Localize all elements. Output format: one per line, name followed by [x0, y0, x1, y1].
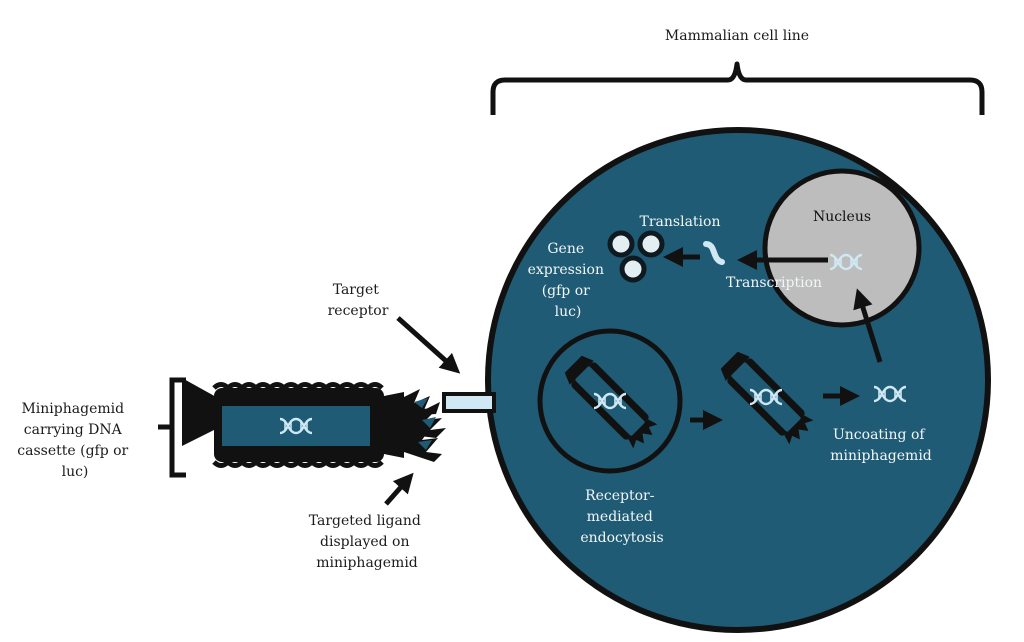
- miniphagemid-line-2: carrying DNA: [24, 422, 123, 438]
- gene-expression-line-1: Gene: [547, 241, 584, 257]
- targeted-ligand-line-1: Targeted ligand: [309, 513, 421, 529]
- targeted-ligand-label: Targeted ligand displayed on miniphagemi…: [309, 513, 426, 571]
- nucleus: [762, 168, 922, 328]
- released-phage-icon: [720, 351, 814, 445]
- endocytosis-label: Receptor- mediated endocytosis: [580, 488, 663, 546]
- protein-cluster-icon: [607, 230, 665, 283]
- target-receptor-line-1: Target: [333, 282, 380, 298]
- miniphagemid-bracket-icon: [158, 377, 186, 478]
- endocytosis-line-2: mediated: [587, 509, 653, 525]
- uncoating-line-1: Uncoating of: [833, 427, 926, 443]
- mammalian-cell-line-label: Mammalian cell line: [665, 28, 809, 44]
- endocytosis-line-1: Receptor-: [585, 488, 655, 504]
- endocytic-vesicle: [537, 328, 683, 474]
- vesicle-phage-icon: [564, 355, 658, 449]
- gene-expression-line-2: expression: [528, 262, 604, 278]
- gene-expression-line-4: luc): [555, 304, 582, 320]
- targeted-ligand-icon: [404, 389, 446, 462]
- miniphagemid-line-3: cassette (gfp or: [17, 443, 128, 459]
- ligand-pointer-arrow-icon: [384, 472, 414, 506]
- uncoating-label: Uncoating of miniphagemid: [830, 427, 932, 464]
- endocytosis-line-3: endocytosis: [580, 530, 663, 546]
- targeted-ligand-line-2: displayed on: [320, 534, 409, 550]
- target-receptor-icon: [442, 392, 496, 413]
- import-arrow-icon: [853, 288, 883, 363]
- miniphagemid-line-1: Miniphagemid: [21, 401, 124, 417]
- target-receptor-line-2: receptor: [328, 303, 389, 319]
- transcription-label: Transcription: [726, 275, 822, 291]
- translation-label: Translation: [640, 214, 721, 230]
- uncoating-line-2: miniphagemid: [830, 448, 932, 464]
- gene-expression-label: Gene expression (gfp or luc): [528, 241, 609, 320]
- miniphagemid-label: Miniphagemid carrying DNA cassette (gfp …: [17, 401, 132, 480]
- receptor-pointer-arrow-icon: [396, 316, 461, 374]
- targeted-ligand-line-3: miniphagemid: [316, 555, 418, 571]
- mrna-icon: [703, 241, 725, 265]
- cell-line-bracket-icon: [490, 61, 985, 115]
- miniphagemid-line-4: luc): [62, 464, 89, 480]
- miniphagemid-icon: [182, 378, 404, 468]
- target-receptor-label: Target receptor: [328, 282, 389, 319]
- gene-expression-line-3: (gfp or: [542, 283, 590, 299]
- nucleus-label: Nucleus: [813, 209, 871, 225]
